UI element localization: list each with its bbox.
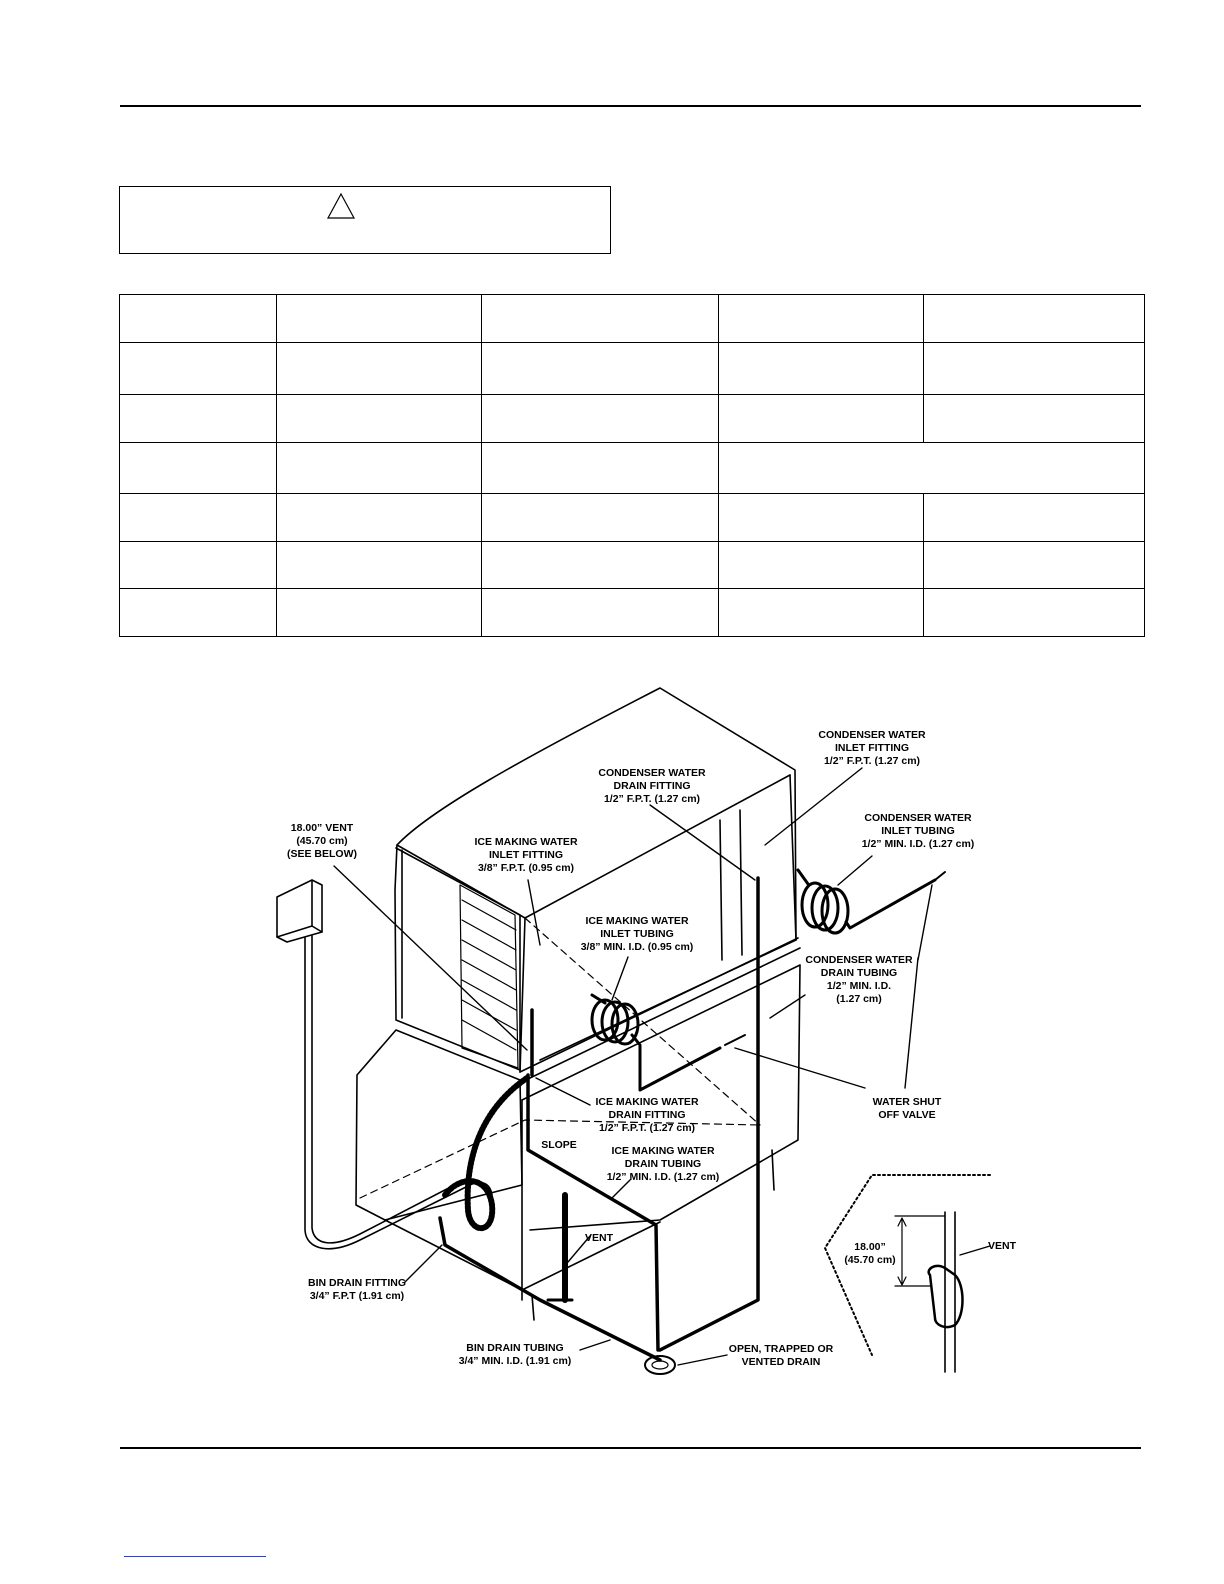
label-line: CONDENSER WATER — [805, 954, 913, 966]
label-line: 1/2” F.P.T. (1.27 cm) — [824, 755, 920, 767]
table-row — [119, 588, 1145, 637]
label-line: OPEN, TRAPPED OR — [729, 1343, 834, 1355]
bin-drain-hose — [442, 1075, 530, 1232]
table-row — [119, 541, 1145, 589]
label-line: WATER SHUT — [873, 1096, 942, 1108]
label-line: CONDENSER WATER — [818, 729, 926, 741]
drain-tubing — [438, 876, 760, 1362]
table-row — [119, 294, 1145, 343]
storage-bin — [355, 964, 801, 1321]
label-line: (SEE BELOW) — [287, 848, 357, 860]
label-line: INLET TUBING — [600, 928, 674, 940]
label-line: ICE MAKING WATER — [585, 915, 688, 927]
footer-link-underline[interactable] — [124, 1556, 266, 1557]
callout-leaders — [333, 767, 933, 1366]
warning-triangle-icon — [326, 192, 356, 219]
label-line: 3/4” MIN. I.D. (1.91 cm) — [459, 1355, 572, 1367]
caution-box — [119, 186, 611, 254]
label-line: 18.00” — [854, 1241, 886, 1253]
label-line: BIN DRAIN FITTING — [308, 1277, 406, 1289]
label-line: DRAIN FITTING — [609, 1109, 686, 1121]
footer-rule — [120, 1447, 1141, 1449]
label-line: (45.70 cm) — [296, 835, 347, 847]
label-detail-dimension: 18.00”(45.70 cm) — [844, 1241, 895, 1266]
label-detail-vent: VENT — [988, 1240, 1017, 1252]
label-line: (1.27 cm) — [836, 993, 882, 1005]
label-line: CONDENSER WATER — [598, 767, 706, 779]
electrical-box — [276, 879, 493, 1250]
label-line: BIN DRAIN TUBING — [466, 1342, 563, 1354]
table-row — [119, 342, 1145, 395]
label-line: 1/2” MIN. I.D. — [827, 980, 891, 992]
label-line: SLOPE — [541, 1139, 577, 1151]
label-line: DRAIN FITTING — [614, 780, 691, 792]
label-line: 1/2” F.P.T. (1.27 cm) — [599, 1122, 695, 1134]
label-vent-18: 18.00” VENT(45.70 cm)(SEE BELOW) — [287, 822, 357, 860]
reference-plane — [359, 917, 761, 1199]
label-line: 3/8” MIN. I.D. (0.95 cm) — [581, 941, 694, 953]
label-line: INLET FITTING — [489, 849, 563, 861]
label-slope: SLOPE — [541, 1139, 577, 1151]
label-vent: VENT — [585, 1232, 614, 1244]
vent-detail-inset — [824, 1174, 991, 1373]
condenser-inlet-coil — [796, 868, 946, 935]
floor-drain — [644, 1355, 676, 1375]
front-grille — [459, 884, 519, 1069]
label-line: 18.00” VENT — [291, 822, 354, 834]
ice-making-inlet-coil — [590, 993, 746, 1092]
label-line: ICE MAKING WATER — [611, 1145, 714, 1157]
label-line: 3/8” F.P.T. (0.95 cm) — [478, 862, 574, 874]
label-line: 1/2” MIN. I.D. (1.27 cm) — [862, 838, 975, 850]
label-line: VENT — [585, 1232, 614, 1244]
label-line: 1/2” F.P.T. (1.27 cm) — [604, 793, 700, 805]
specification-table — [119, 294, 1145, 637]
label-line: 1/2” MIN. I.D. (1.27 cm) — [607, 1171, 720, 1183]
label-line: ICE MAKING WATER — [474, 836, 577, 848]
label-line: (45.70 cm) — [844, 1254, 895, 1266]
label-line: DRAIN TUBING — [821, 967, 897, 979]
table-row — [119, 442, 1145, 494]
label-line: CONDENSER WATER — [864, 812, 972, 824]
label-line: DRAIN TUBING — [625, 1158, 701, 1170]
header-rule — [120, 105, 1141, 107]
ice-machine-head — [394, 687, 801, 1079]
label-line: INLET TUBING — [881, 825, 955, 837]
label-line: OFF VALVE — [878, 1109, 935, 1121]
label-line: VENTED DRAIN — [742, 1356, 821, 1368]
label-line: ICE MAKING WATER — [595, 1096, 698, 1108]
label-line: INLET FITTING — [835, 742, 909, 754]
label-line: 3/4” F.P.T (1.91 cm) — [310, 1290, 404, 1302]
label-line: VENT — [988, 1240, 1017, 1252]
